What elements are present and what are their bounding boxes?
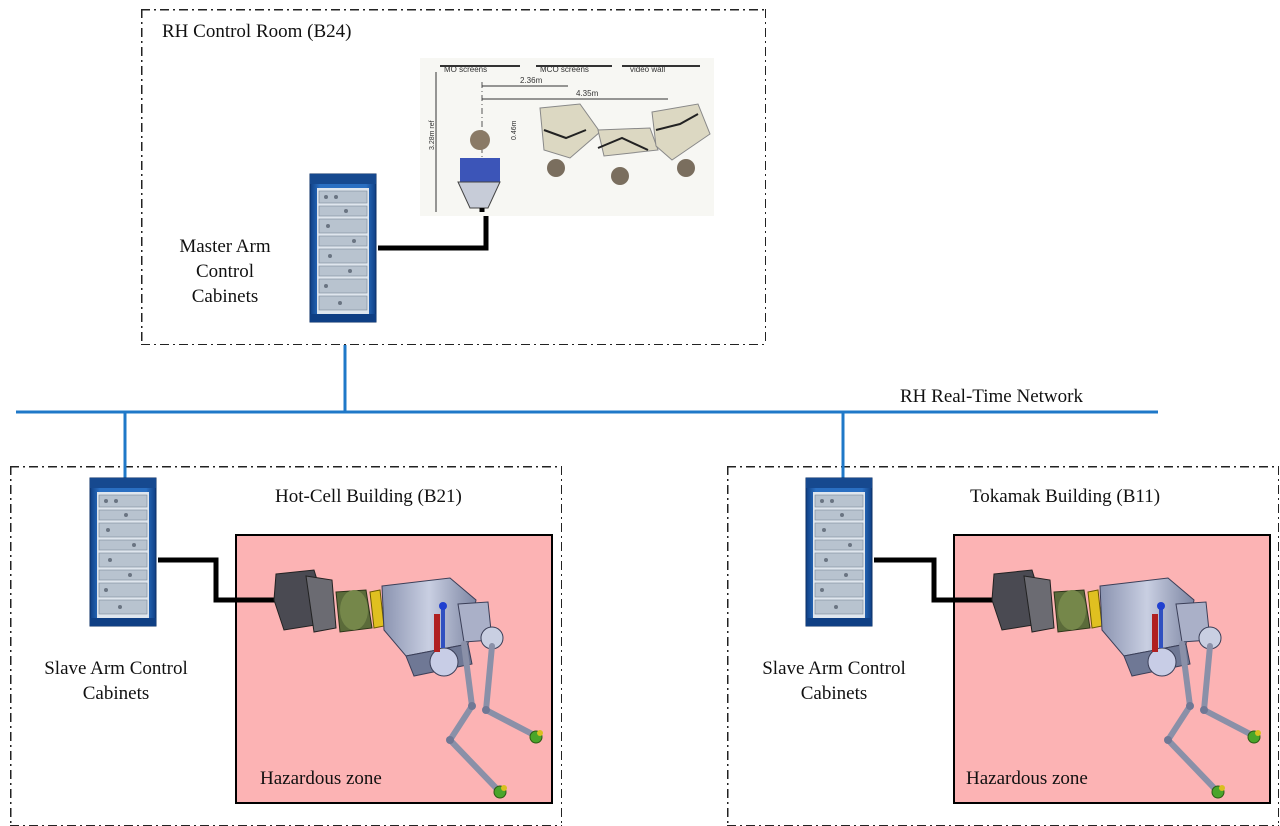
control-room-title: RH Control Room (B24) xyxy=(162,21,352,42)
control-room-cable xyxy=(378,206,489,251)
layout-dim-435: 4.35m xyxy=(576,89,599,98)
hazard-label-tokamak: Hazardous zone xyxy=(966,768,1088,789)
slave-arm-cabinet-label-tokamak: Slave Arm Control Cabinets xyxy=(762,658,906,704)
slave-arm-cabinet-label-hot-cell: Slave Arm Control Cabinets xyxy=(44,658,188,704)
slave-arm-cabinet-tokamak-icon xyxy=(805,477,873,627)
slave-arm-cabinet-hot-cell-icon xyxy=(89,477,157,627)
tokamak-title: Tokamak Building (B11) xyxy=(970,486,1161,507)
layout-label-video-wall: video wall xyxy=(630,65,665,74)
hazard-label-hot-cell: Hazardous zone xyxy=(260,768,382,789)
robot-arm-hot-cell-icon xyxy=(274,570,543,798)
hot-cell-title: Hot-Cell Building (B21) xyxy=(275,486,462,507)
layout-label-mco-screens: MCO screens xyxy=(540,65,589,74)
layout-label-mo-screens: MO screens xyxy=(444,65,487,74)
network-label: RH Real-Time Network xyxy=(900,386,1083,407)
control-room-layout-diagram xyxy=(420,58,714,216)
master-arm-cabinet-label: Master Arm Control Cabinets xyxy=(179,236,271,307)
robot-arm-tokamak-icon xyxy=(992,570,1261,798)
layout-dim-236: 2.36m xyxy=(520,76,543,85)
tokamak-cable xyxy=(874,557,998,603)
layout-dim-046: 0.46m xyxy=(511,120,518,140)
master-arm-cabinet-icon xyxy=(309,173,377,323)
hot-cell-cable xyxy=(158,557,280,603)
layout-dim-328: 3.28m ref xyxy=(429,120,436,150)
